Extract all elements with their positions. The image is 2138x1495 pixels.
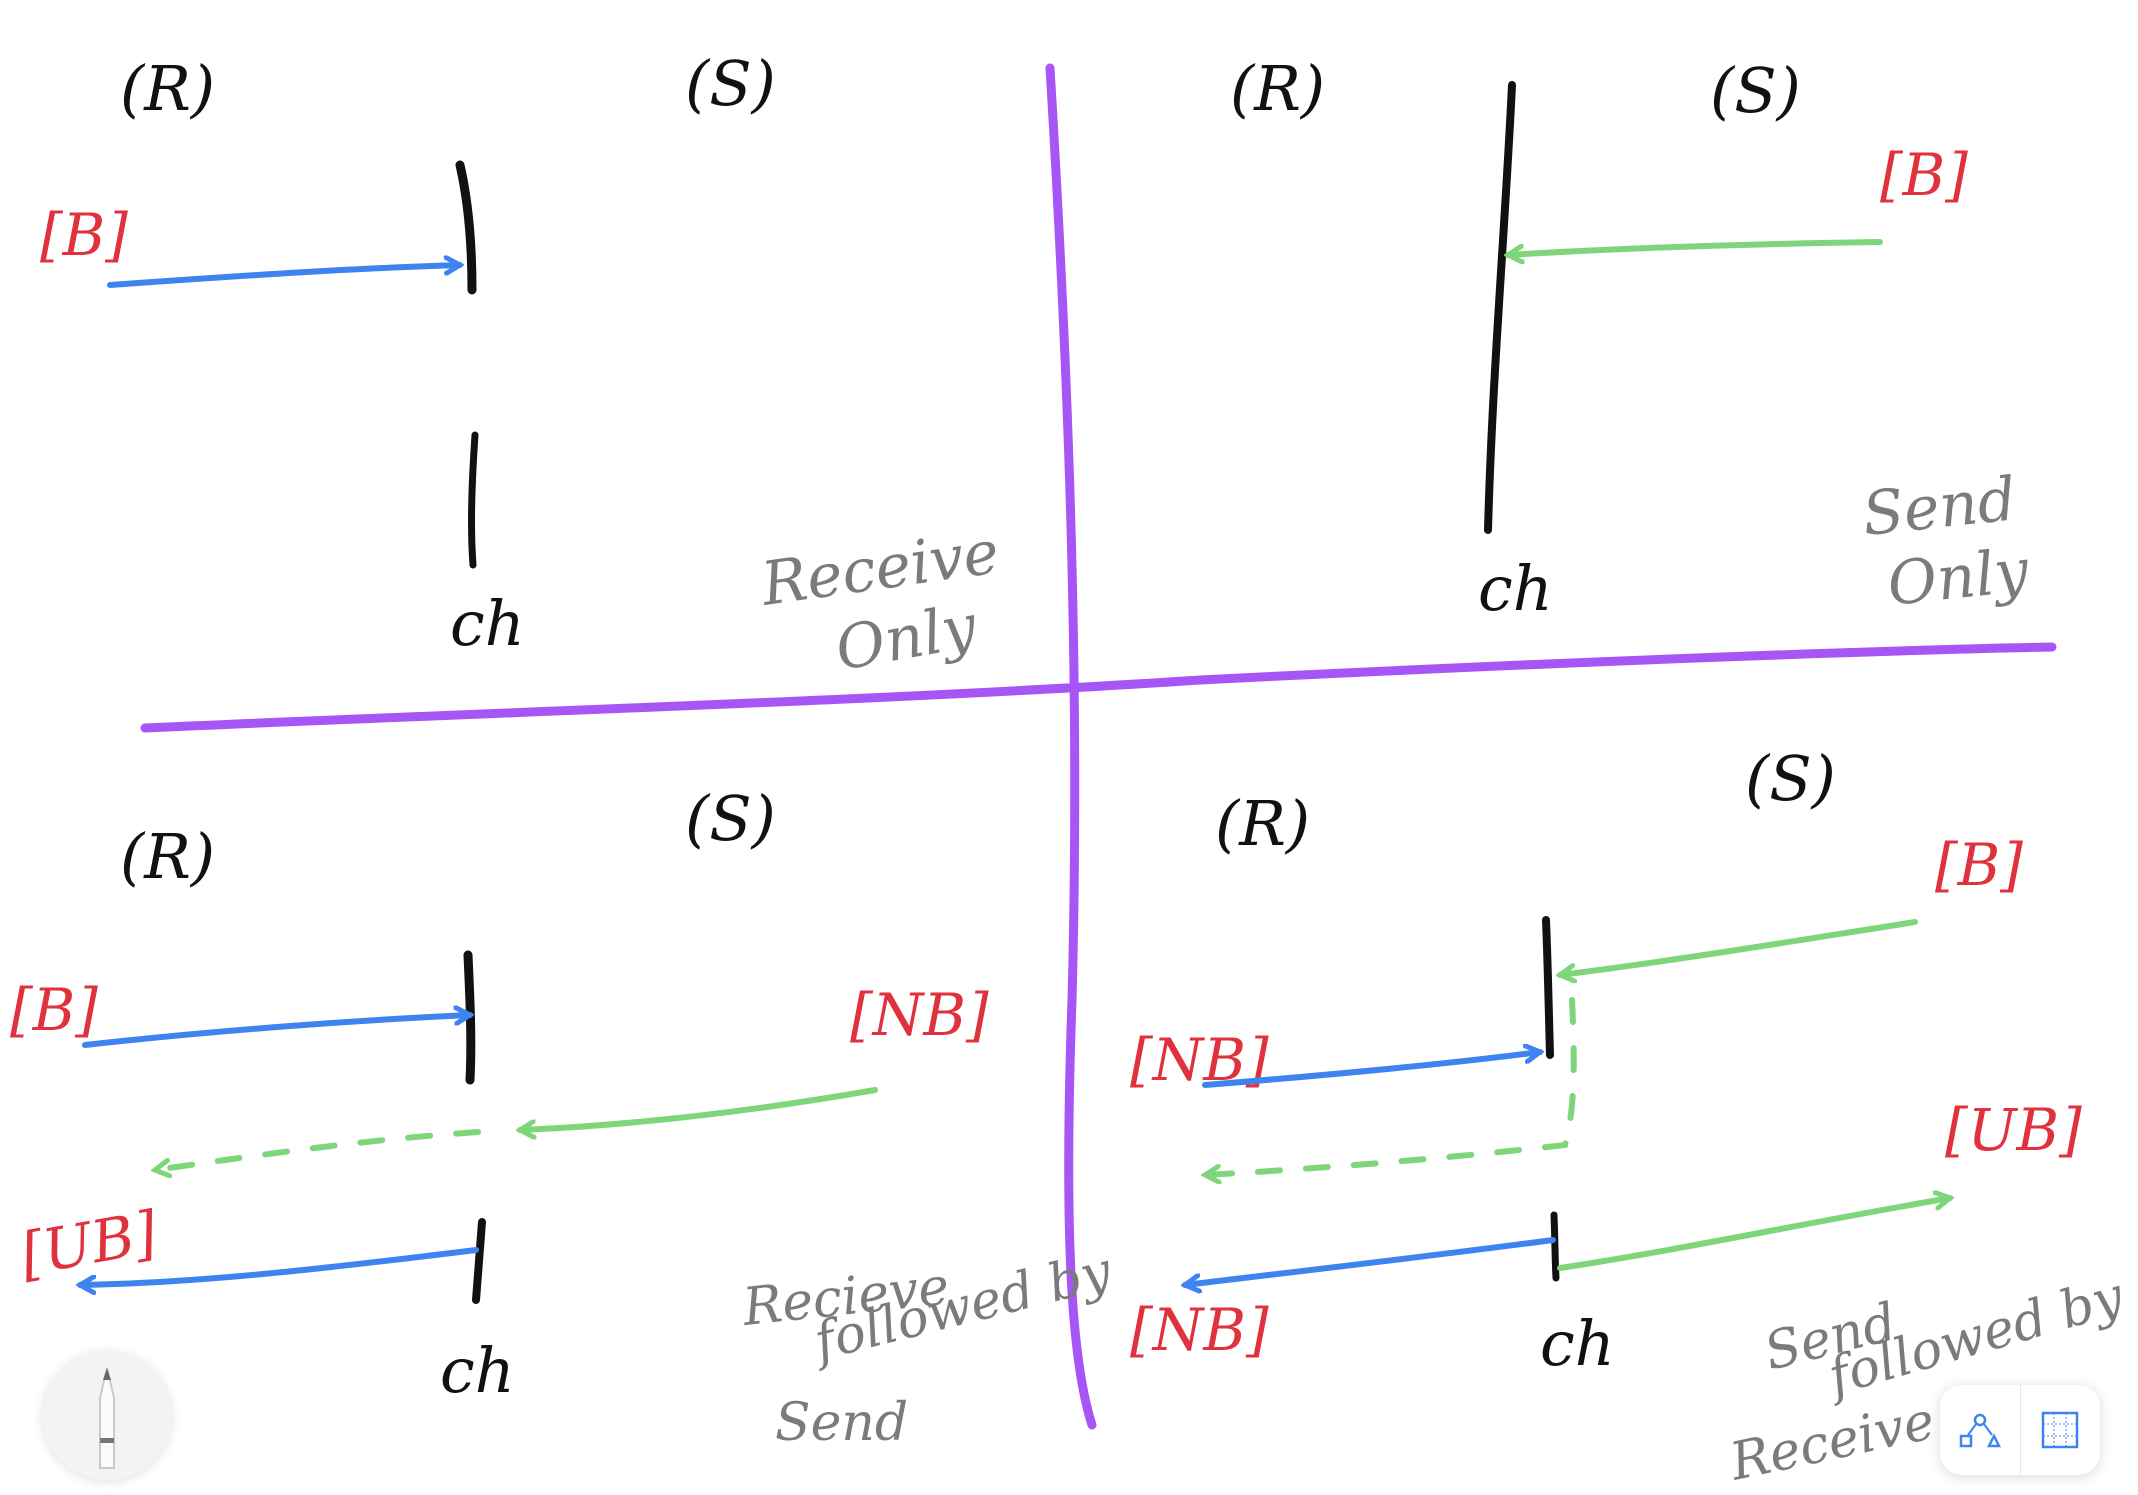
channel-bar-top (455, 160, 477, 295)
block-label: [B] (1935, 831, 2023, 899)
quadrant-receive-then-send: (R) (S) [B] [NB] [UB] ch Recieve followe… (10, 782, 1118, 1453)
quadrant-send-then-receive: (R) (S) [B] [NB] [UB] [NB] ch Send follo… (1130, 742, 2130, 1493)
block-label: [B] (10, 976, 98, 1044)
send-continuation-dashed-arrow (155, 1129, 481, 1170)
channel-label: ch (450, 587, 525, 660)
receive-arrow (1202, 1052, 1540, 1088)
send-wait-dashed-arrow (1205, 997, 1577, 1175)
receive-arrow (82, 1015, 470, 1048)
send-arrow (1508, 239, 1883, 255)
caption-line-3: Send (775, 1393, 908, 1453)
send-arrow (520, 1087, 878, 1130)
receiver-label: (R) (1215, 787, 1310, 860)
grid-tool-button[interactable] (2021, 1385, 2101, 1475)
unblock-arrow (80, 1247, 479, 1285)
caption-line-3: Receive (1724, 1391, 1940, 1493)
channel-label: ch (1478, 552, 1553, 625)
channel-bar-bottom (1550, 1211, 1560, 1282)
unblock-send-arrow (1557, 1198, 1950, 1271)
caption-line-2: Only (1884, 535, 2033, 619)
caption-line-1: Send (1859, 464, 2019, 550)
quadrant-receive-only: (R) (S) [B] ch Receive Only (40, 47, 1003, 685)
nonblock-receive-arrow (1185, 1237, 1556, 1285)
channel-bar-bottom (468, 431, 479, 569)
send-arrow (1560, 919, 1918, 975)
block-label: [B] (40, 201, 128, 269)
nonblock-label-bottom: [NB] (1130, 1296, 1269, 1364)
receiver-label: (R) (1230, 52, 1325, 125)
canvas-toolbar (1940, 1385, 2100, 1475)
vertical-divider (1045, 63, 1097, 1430)
receiver-label: (R) (120, 820, 215, 893)
grid-icon (2042, 1411, 2079, 1449)
channel-label: ch (440, 1334, 515, 1407)
block-label: [B] (1880, 141, 1968, 209)
pencil-tool-button[interactable] (42, 1350, 172, 1480)
quadrant-send-only: (R) (S) [B] ch Send Only (1230, 52, 2033, 625)
receiver-label: (R) (120, 52, 215, 125)
caption-line-2: followed by (805, 1241, 1118, 1374)
sender-label: (S) (1710, 54, 1801, 127)
sender-label: (S) (1745, 742, 1836, 815)
pencil-icon (99, 1367, 115, 1469)
channel-bar-bottom (472, 1218, 486, 1304)
sender-label: (S) (685, 47, 776, 120)
unblock-label: [UB] (16, 1198, 163, 1289)
horizontal-divider (140, 642, 2057, 733)
receive-arrow (107, 265, 460, 288)
shapes-icon (1959, 1413, 2001, 1448)
shapes-tool-button[interactable] (1940, 1385, 2021, 1475)
unblock-label: [UB] (1945, 1096, 2082, 1164)
nonblock-label: [NB] (850, 981, 989, 1049)
sender-label: (S) (685, 782, 776, 855)
channel-bar-top (1542, 916, 1554, 1059)
channel-bar (1484, 81, 1516, 534)
channel-label: ch (1540, 1307, 1615, 1380)
